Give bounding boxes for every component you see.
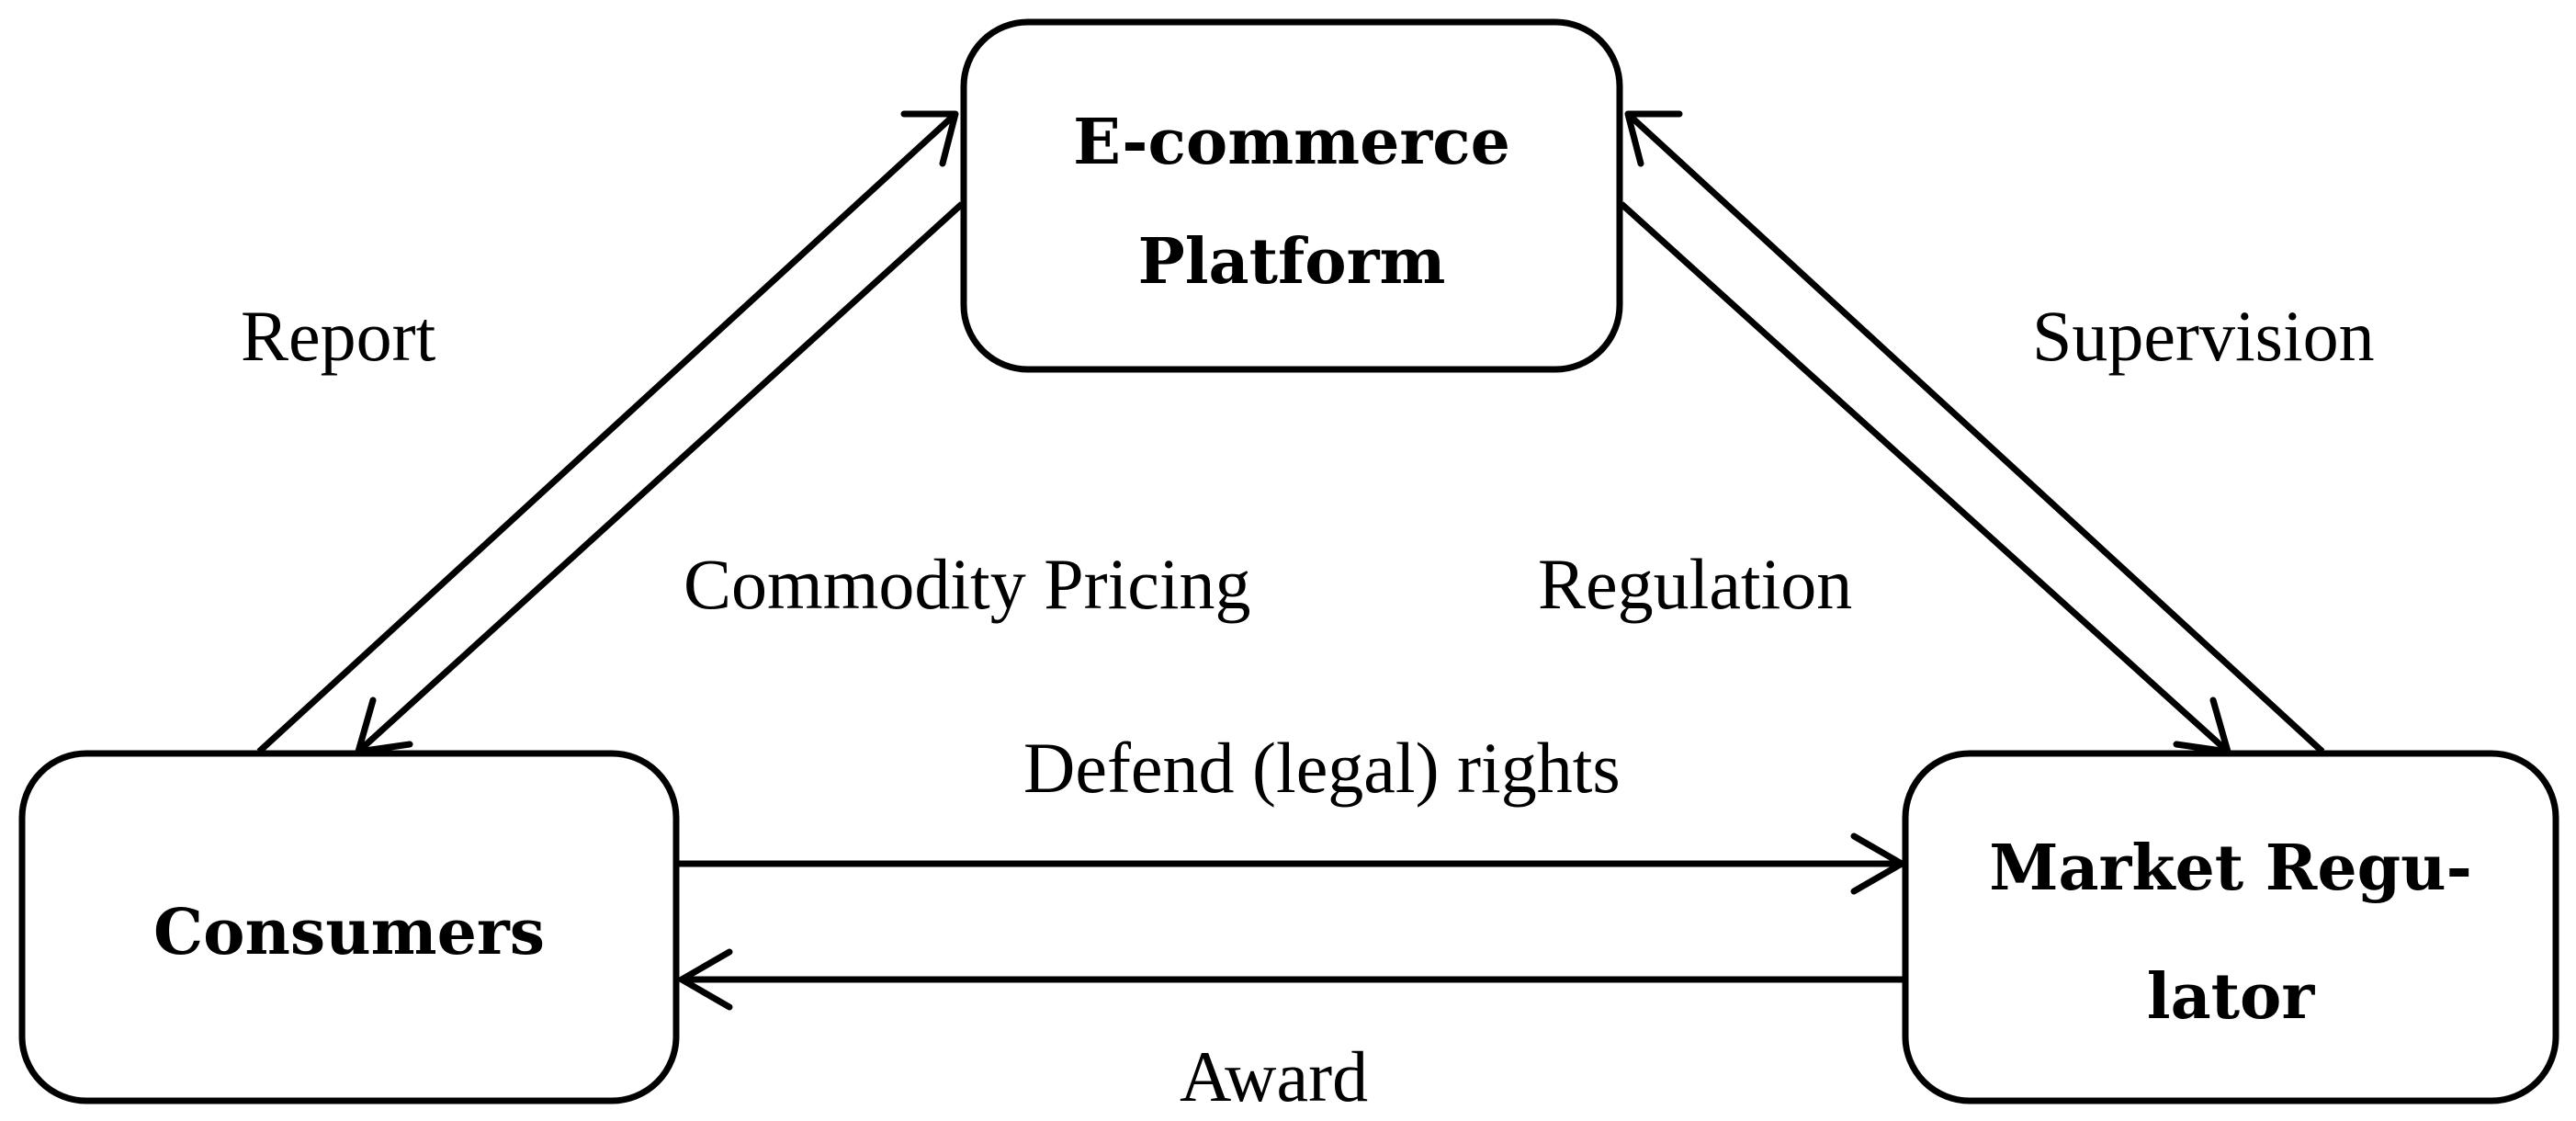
edge-regulation-line <box>1619 201 2231 754</box>
node-ecommerce-platform-label-line1: E-commerce <box>1073 106 1510 179</box>
edge-supervision <box>1624 110 2325 754</box>
edge-commodity-pricing <box>355 201 965 755</box>
node-market-regulator-box <box>1902 750 2559 1104</box>
node-ecommerce-platform: E-commerce Platform <box>960 18 1623 373</box>
edge-label-regulation: Regulation <box>1538 544 1852 624</box>
edge-label-report: Report <box>241 296 436 376</box>
node-ecommerce-platform-box <box>960 18 1623 373</box>
node-ecommerce-platform-label-line2: Platform <box>1138 225 1446 299</box>
node-consumers-box <box>18 750 680 1104</box>
edge-label-defend-rights: Defend (legal) rights <box>1023 728 1621 808</box>
edge-label-commodity-pricing: Commodity Pricing <box>684 544 1251 624</box>
edge-label-supervision: Supervision <box>2032 296 2375 376</box>
edge-supervision-line <box>1625 111 2325 754</box>
edge-defend-rights <box>678 832 1905 895</box>
node-consumers-label: Consumers <box>153 896 545 969</box>
edge-supervision-arrowhead <box>1624 110 1683 167</box>
edge-label-award: Award <box>1180 1036 1368 1116</box>
node-market-regulator-label-line2: lator <box>2147 960 2316 1034</box>
node-market-regulator-label-line1: Market Regu- <box>1989 832 2472 905</box>
edge-report-line <box>256 111 958 754</box>
edge-commodity-pricing-line <box>356 201 965 754</box>
edge-award-arrowhead <box>678 948 733 1011</box>
edge-award <box>678 948 1904 1011</box>
edge-report-arrowhead <box>900 110 959 167</box>
edge-report <box>256 110 959 754</box>
edge-commodity-pricing-arrowhead <box>355 696 413 755</box>
edge-regulation <box>1619 201 2231 755</box>
node-consumers: Consumers <box>18 750 680 1104</box>
edge-defend-rights-arrowhead <box>1850 832 1905 895</box>
edge-regulation-arrowhead <box>2173 696 2231 755</box>
node-market-regulator: Market Regu- lator <box>1902 750 2559 1104</box>
